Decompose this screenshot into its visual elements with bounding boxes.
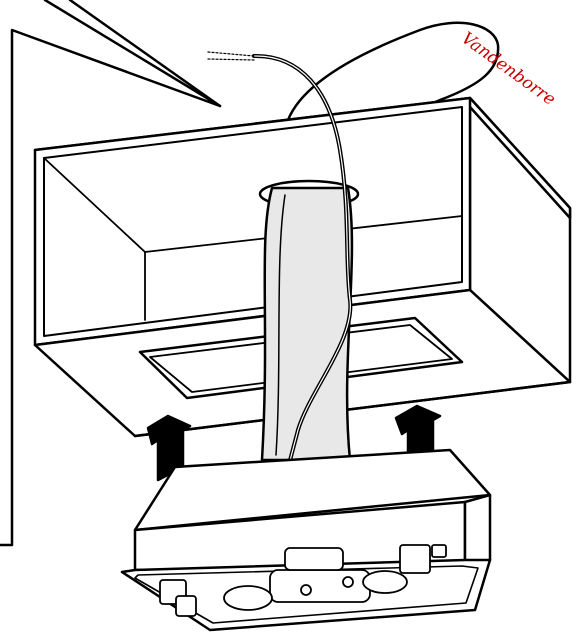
right-switch-panel bbox=[399, 544, 447, 574]
duct-seam-left bbox=[275, 194, 286, 456]
lamp-assembly bbox=[223, 547, 408, 611]
left-bracket bbox=[159, 579, 197, 617]
power-cable-core bbox=[253, 55, 351, 469]
wall-outline bbox=[0, 0, 222, 547]
duct-hose bbox=[260, 186, 354, 462]
cabinet-interior bbox=[43, 106, 463, 337]
cable-icon bbox=[207, 51, 255, 61]
bulb-left bbox=[223, 585, 273, 611]
arrow-up-icon bbox=[146, 414, 192, 482]
wall-diagonal bbox=[68, 0, 222, 108]
bulb-right bbox=[362, 570, 408, 594]
cabinet-base-edge bbox=[133, 380, 572, 438]
